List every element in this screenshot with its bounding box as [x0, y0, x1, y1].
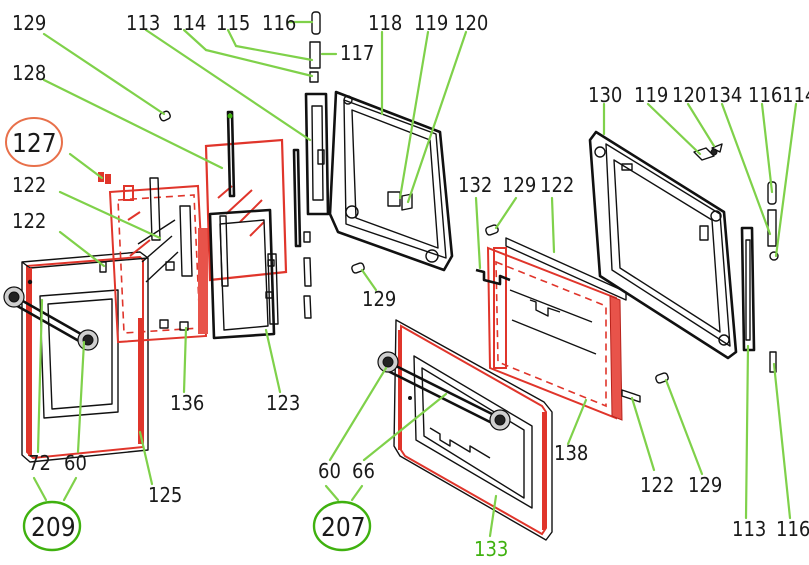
callout-118[interactable]: 118 — [368, 11, 402, 35]
door-panel-125 — [21, 251, 149, 463]
pin-129 — [485, 224, 499, 236]
assembly-label-209[interactable]: 209 — [31, 513, 76, 543]
inner-frame-138 — [486, 246, 623, 421]
callout-114[interactable]: 114 — [172, 11, 206, 35]
small-pin — [303, 231, 311, 243]
callout-122[interactable]: 122 — [540, 173, 574, 197]
door-panel-133 — [393, 319, 553, 541]
callout-113[interactable]: 113 — [732, 517, 766, 541]
callout-60[interactable]: 60 — [64, 451, 87, 475]
callout-60[interactable]: 60 — [318, 459, 341, 483]
callout-122[interactable]: 122 — [12, 173, 46, 197]
callout-127[interactable]: 127 — [12, 129, 57, 159]
leader-lines — [32, 20, 798, 538]
strip-122 — [505, 237, 641, 403]
callout-116[interactable]: 116 — [262, 11, 296, 35]
callout-125[interactable]: 125 — [148, 483, 182, 507]
bracket-120 — [711, 143, 723, 153]
rear-frame-130 — [588, 130, 738, 360]
highlight-circle-127 — [5, 117, 63, 167]
callout-123[interactable]: 123 — [266, 391, 300, 415]
spring-part — [303, 257, 312, 319]
glass-pane-128 — [204, 110, 288, 282]
mounting-frame-118 — [328, 90, 454, 272]
callout-116[interactable]: 116 — [748, 83, 782, 107]
callout-129[interactable]: 129 — [12, 11, 46, 35]
callout-114[interactable]: 114 — [782, 83, 809, 107]
callout-136[interactable]: 136 — [170, 391, 204, 415]
door-handle-72 — [3, 286, 99, 351]
rod-part — [292, 148, 302, 248]
clip-122 — [99, 261, 107, 273]
callout-129[interactable]: 129 — [502, 173, 536, 197]
clip-127 — [98, 172, 111, 184]
callout-117[interactable]: 117 — [340, 41, 374, 65]
assembly-circle-209 — [22, 500, 82, 552]
pin-129 — [351, 262, 365, 274]
callout-138[interactable]: 138 — [554, 441, 588, 465]
callout-129[interactable]: 129 — [688, 473, 722, 497]
callout-132[interactable]: 132 — [458, 173, 492, 197]
callout-113[interactable]: 113 — [126, 11, 160, 35]
back-frame-123 — [208, 208, 279, 340]
callout-labels: 129 113 114 115 116 117 118 119 120 128 … — [12, 11, 809, 561]
inner-frame-136 — [108, 177, 208, 344]
callout-120[interactable]: 120 — [454, 11, 488, 35]
callout-115[interactable]: 115 — [216, 11, 250, 35]
pin-129 — [655, 372, 669, 384]
assembly-label-207[interactable]: 207 — [321, 513, 366, 543]
callout-116[interactable]: 116 — [776, 517, 809, 541]
callout-133[interactable]: 133 — [474, 537, 508, 561]
callout-134[interactable]: 134 — [708, 83, 742, 107]
callout-120[interactable]: 120 — [672, 83, 706, 107]
callout-72[interactable]: 72 — [28, 451, 51, 475]
callout-128[interactable]: 128 — [12, 61, 46, 85]
callout-119[interactable]: 119 — [414, 11, 448, 35]
hinge-assembly-left — [304, 11, 330, 216]
callout-119[interactable]: 119 — [634, 83, 668, 107]
hinge-assembly-right — [740, 181, 779, 373]
callout-129[interactable]: 129 — [362, 287, 396, 311]
callout-130[interactable]: 130 — [588, 83, 622, 107]
callout-66[interactable]: 66 — [352, 459, 375, 483]
callout-122[interactable]: 122 — [640, 473, 674, 497]
bracket-119 — [693, 147, 718, 161]
retainer-132 — [475, 268, 511, 286]
assembly-circle-207 — [312, 500, 372, 552]
callout-122[interactable]: 122 — [12, 209, 46, 233]
